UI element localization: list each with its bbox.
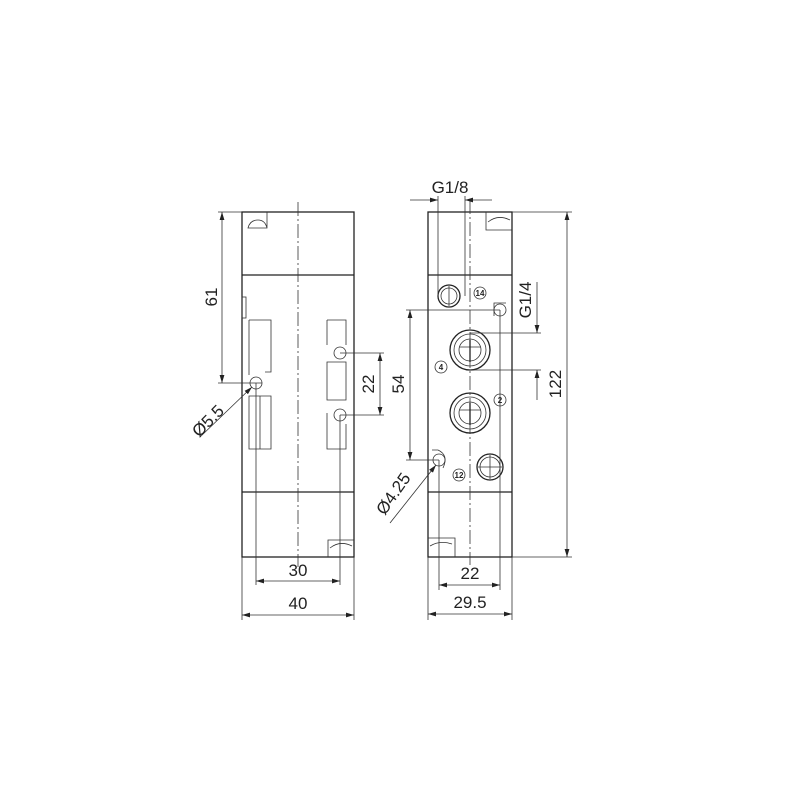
dim-54: 54 [389,375,408,394]
port-label-12: 12 [455,471,464,480]
dim-122: 122 [546,370,565,398]
dim-diameter-4-25: Ø4.25 [372,469,414,518]
port-label-4: 4 [439,363,444,372]
side-view: 61 22 Ø5.5 30 40 [188,202,384,620]
pilot-port-14 [437,284,461,308]
dim-40: 40 [289,594,308,613]
top-notch [247,212,268,229]
dim-g1-4: G1/4 [516,282,535,319]
dim-29-5: 29.5 [453,593,486,612]
dim-22-right: 22 [461,564,480,583]
pilot-port-12 [476,453,504,481]
port-2 [449,392,491,434]
dim-30: 30 [289,561,308,580]
dim-61: 61 [202,288,221,307]
dim-22-left: 22 [359,375,378,394]
dim-g1-8: G1/8 [432,178,469,197]
front-view: 14 4 2 12 G1/8 G1/4 [372,178,572,620]
port-label-14: 14 [476,289,485,298]
dim-diameter-5-5: Ø5.5 [188,401,227,440]
